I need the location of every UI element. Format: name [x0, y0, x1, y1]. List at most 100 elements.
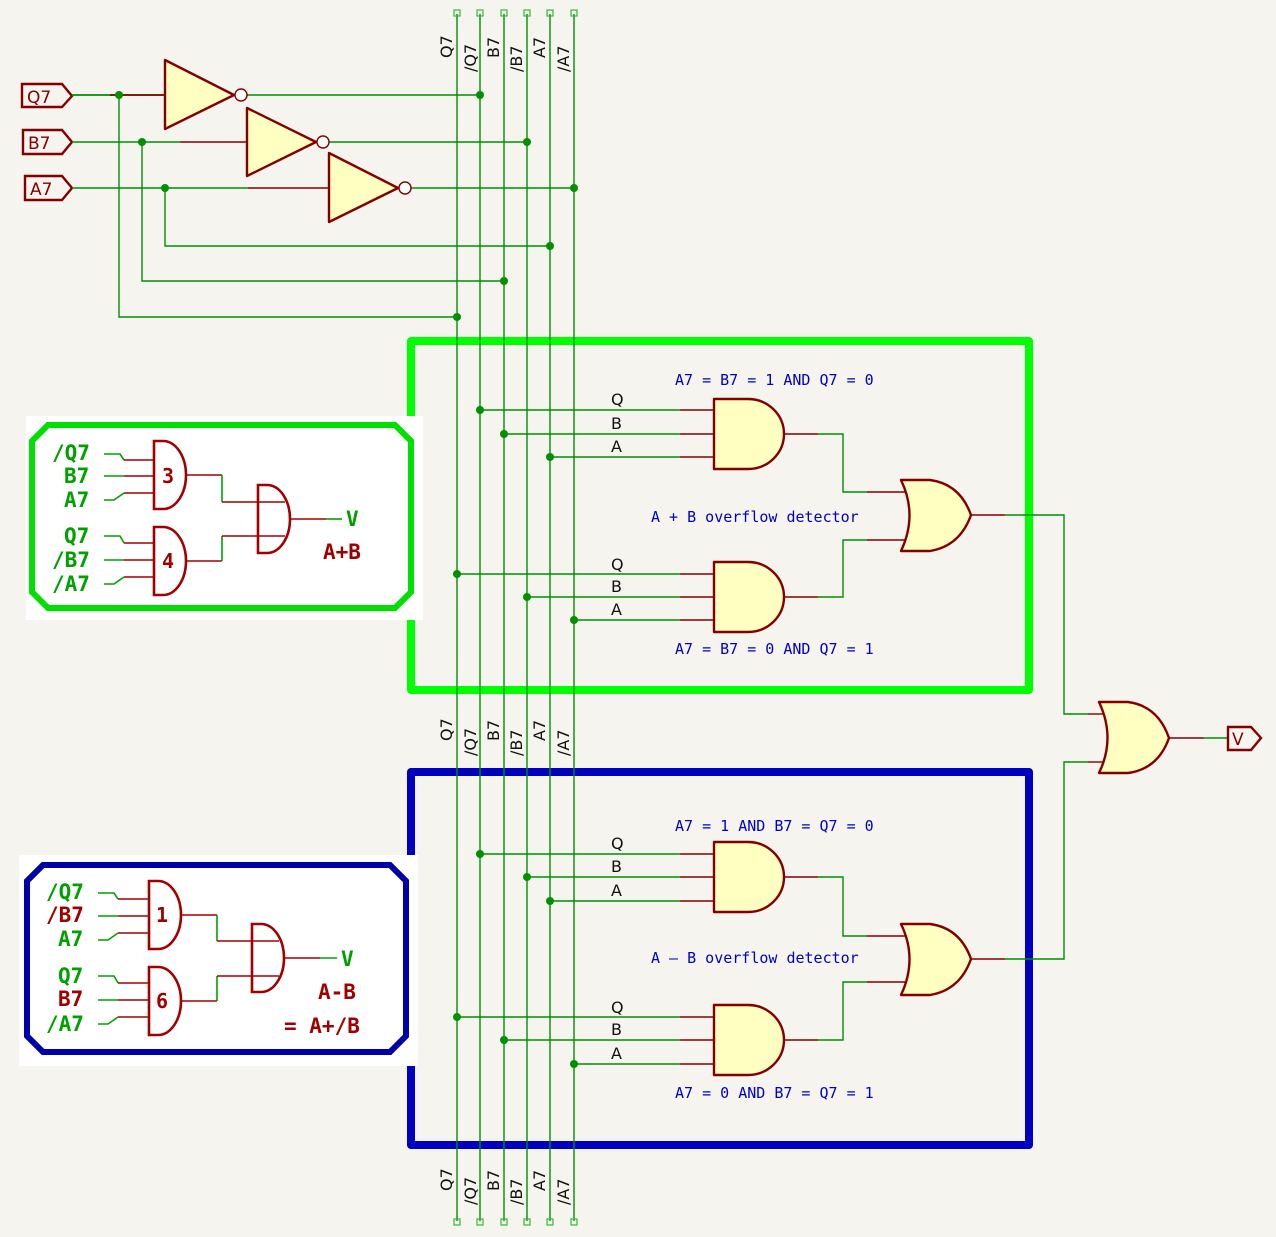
bus-label-a7: A7: [530, 720, 549, 741]
or-gate-final: [1097, 700, 1171, 775]
bus-label-na7: /A7: [554, 45, 573, 72]
inverter-bubble: [316, 135, 330, 149]
junction-dot: [453, 1013, 461, 1021]
ref-gate-3-number: 3: [162, 464, 174, 488]
junction-dot: [161, 184, 169, 192]
ref-sub-input-1: /Q7: [46, 880, 84, 904]
ref-and-gate-final: [256, 483, 292, 555]
sub-gate-1-condition: A7 = 1 AND B7 = Q7 = 0: [675, 817, 874, 835]
add-gate-1-condition: A7 = B7 = 1 AND Q7 = 0: [675, 371, 874, 389]
junction-dot: [476, 91, 484, 99]
input-port-a7-label: A7: [30, 180, 52, 200]
sub-block: Q B A A7 = 1 AND B7 = Q7 = 0 Q B A A7 = …: [453, 761, 1104, 1102]
ref-sub-caption-1: A-B: [318, 980, 356, 1004]
or-gate-add: [899, 478, 973, 553]
ref-add-output: V: [346, 507, 359, 531]
bus-terminal: [570, 1218, 578, 1226]
ref-sub-input-3: A7: [58, 927, 83, 951]
junction-dot: [570, 184, 578, 192]
ref-sub-input-6: /A7: [46, 1012, 84, 1036]
junction-dot: [453, 570, 461, 578]
input-port-q7[interactable]: Q7: [20, 82, 74, 109]
ref-and-gate-1: [147, 879, 183, 951]
ref-add-input-3: A7: [64, 488, 89, 512]
bus-label-nb7: /B7: [507, 45, 526, 72]
pin-label-a: A: [611, 600, 622, 619]
pin-label-b: B: [611, 1020, 622, 1039]
input-port-q7-label: Q7: [27, 88, 51, 108]
reference-add-image: /Q7 B7 A7 Q7 /B7 /A7 3 4 V A+B: [26, 416, 423, 620]
ref-sub-output: V: [341, 947, 354, 971]
bus-labels-top: Q7 /Q7 B7 /B7 A7 /A7: [437, 35, 573, 72]
input-port-b7[interactable]: B7: [21, 128, 74, 156]
junction-dot: [500, 277, 508, 285]
junction-dot: [570, 1060, 578, 1068]
ref-and-gate-3: [152, 439, 188, 511]
junction-dot: [570, 616, 578, 624]
ref-gate-6-number: 6: [156, 989, 168, 1013]
add-block: Q B A A7 = B7 = 1 AND Q7 = 0 Q B A A7 = …: [453, 371, 1104, 715]
ref-sub-input-2: /B7: [46, 903, 84, 927]
ref-gate-1-number: 1: [156, 903, 168, 927]
ref-and-gate-6: [147, 965, 183, 1037]
bus-labels-middle: Q7 /Q7 B7 /B7 A7 /A7: [437, 718, 573, 756]
junction-dot: [523, 138, 531, 146]
bus-label-nq7: /Q7: [461, 728, 480, 756]
input-port-b7-label: B7: [28, 134, 50, 154]
bus-terminal: [523, 1218, 531, 1226]
pin-label-b: B: [611, 414, 622, 433]
ref-sub-input-4: Q7: [58, 964, 83, 988]
bus-labels-bottom: Q7 /Q7 B7 /B7 A7 /A7: [437, 1168, 573, 1205]
and-gate-sub-2: [712, 1003, 786, 1077]
junction-dot: [453, 313, 461, 321]
and-gate-add-1: [712, 397, 786, 471]
signal-bus: [453, 9, 578, 1226]
inverter-q7: [163, 58, 248, 131]
bus-terminal: [500, 1218, 508, 1226]
junction-dot: [546, 897, 554, 905]
sub-gate-2-condition: A7 = 0 AND B7 = Q7 = 1: [675, 1084, 874, 1102]
pin-label-a: A: [611, 437, 622, 456]
ref-and-gate-final-sub: [250, 922, 286, 994]
bus-label-q7: Q7: [437, 718, 456, 741]
ref-add-input-2: B7: [64, 464, 89, 488]
pin-label-q: Q: [611, 390, 624, 409]
bus-terminal: [500, 9, 508, 17]
junction-dot: [523, 873, 531, 881]
bus-label-q7: Q7: [437, 35, 456, 58]
ref-sub-input-5: B7: [58, 987, 83, 1011]
bus-label-na7: /A7: [554, 729, 573, 756]
bus-label-b7: B7: [484, 720, 503, 741]
junction-dot: [500, 1036, 508, 1044]
pin-label-b: B: [611, 577, 622, 596]
bus-label-b7: B7: [484, 37, 503, 58]
bus-label-nq7: /Q7: [461, 44, 480, 72]
bus-terminal: [546, 1218, 554, 1226]
bus-label-a7: A7: [530, 1170, 549, 1191]
add-gate-2-condition: A7 = B7 = 0 AND Q7 = 1: [675, 640, 874, 658]
ref-add-input-4: Q7: [64, 524, 89, 548]
and-gate-add-2: [712, 560, 786, 634]
add-block-title: A + B overflow detector: [651, 508, 859, 526]
or-gate-sub: [899, 922, 973, 997]
bus-label-nb7: /B7: [507, 729, 526, 756]
ref-add-input-1: /Q7: [52, 441, 90, 465]
junction-dot: [500, 430, 508, 438]
bus-label-nq7: /Q7: [461, 1177, 480, 1205]
sub-block-title: A – B overflow detector: [651, 949, 859, 967]
ref-add-input-6: /A7: [52, 572, 90, 596]
junction-dot: [138, 138, 146, 146]
pin-label-q: Q: [611, 834, 624, 853]
output-port-v[interactable]: V: [1226, 725, 1263, 752]
pin-label-a: A: [611, 1044, 622, 1063]
bus-terminal: [546, 9, 554, 17]
inverter-a7: [327, 151, 412, 224]
input-port-a7[interactable]: A7: [23, 174, 74, 202]
bus-label-b7: B7: [484, 1170, 503, 1191]
pin-label-q: Q: [611, 998, 624, 1017]
and-gate-sub-1: [712, 840, 786, 914]
bus-terminal: [476, 1218, 484, 1226]
bus-label-q7: Q7: [437, 1168, 456, 1191]
bus-label-na7: /A7: [554, 1178, 573, 1205]
